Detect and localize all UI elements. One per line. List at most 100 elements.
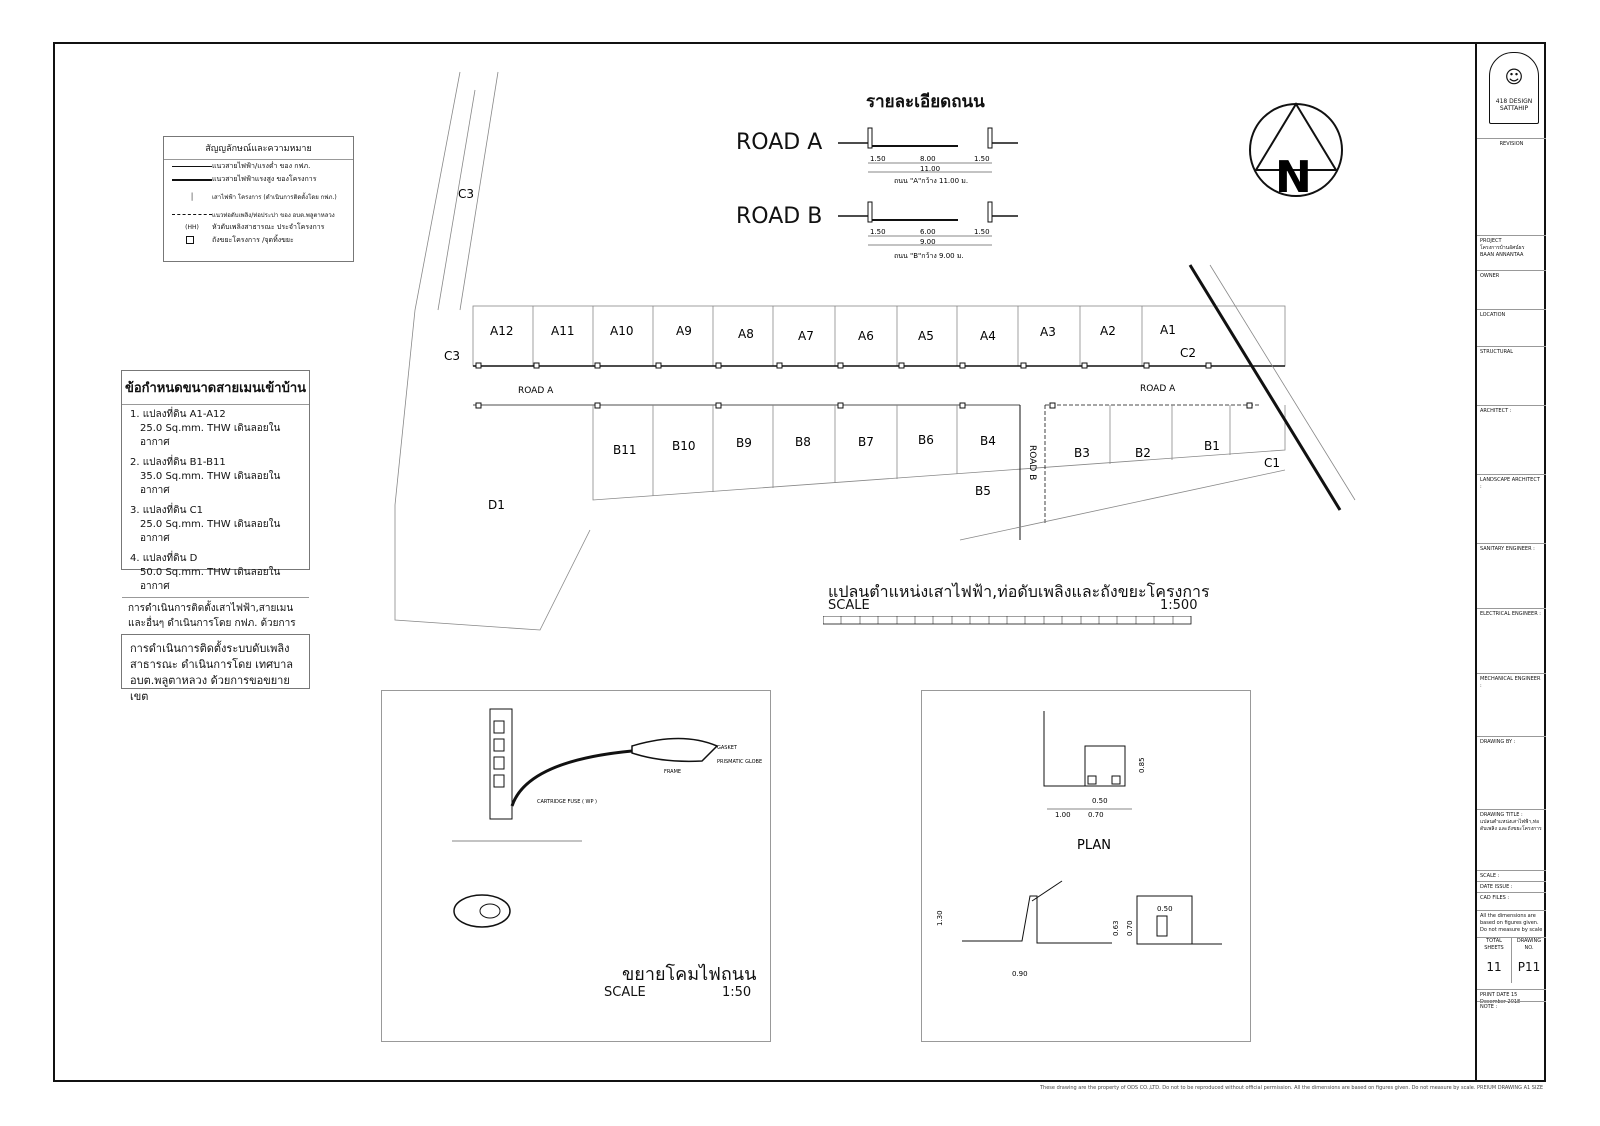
scale-bar [823,616,1192,625]
lot-label: C3 [444,349,460,363]
legend-row-lv: แนวสายไฟฟ้า/แรงต่ำ ของ กฟภ. [164,160,353,173]
road-a-caption: ถนน "A"กว้าง 11.00 ม. [894,177,968,185]
lot-label: D1 [488,498,505,512]
lot-label: A3 [1040,325,1056,339]
footer-note: These drawing are the property of ODS CO… [1040,1085,1544,1091]
plan-scale-value: 1:500 [1160,598,1198,613]
lot-label: B4 [980,434,996,448]
lamp-detail-title: ขยายโคมไฟถนน [622,964,757,985]
location-row: LOCATION [1477,309,1546,345]
scale-row: SCALE : [1477,870,1546,881]
cable-spec-box: ข้อกำหนดขนาดสายเมนเข้าบ้าน 1. แปลงที่ดิน… [121,370,310,644]
mechanical-row: MECHANICAL ENGINEER : [1477,673,1546,735]
road-detail-title: รายละเอียดถนน [866,92,985,112]
trash-detail-box: 1.00 0.70 0.50 0.85 PLAN 1.30 0.90 0.63 … [921,690,1251,1042]
road-b-total: 9.00 [920,238,936,246]
lamp-drawing: GASKET FRAME PRISMATIC GLOBE CARTRIDGE F… [452,708,762,928]
lot-label: A12 [490,324,513,338]
lamp-detail-box: GASKET FRAME PRISMATIC GLOBE CARTRIDGE F… [381,690,771,1042]
trash-dim: 0.50 [1092,797,1108,805]
pole-icon: │ [189,193,195,201]
lot-label: C2 [1180,346,1196,360]
cable-spec-item: 1. แปลงที่ดิน A1-A12 25.0 Sq.mm. THW เดิ… [130,409,281,448]
lot-label: B3 [1074,446,1090,460]
road-b-lane: 6.00 [920,228,936,236]
lamp-scale-label: SCALE [604,985,646,1000]
trash-icon [172,235,212,246]
legend-box: สัญญลักษณ์และความหมาย แนวสายไฟฟ้า/แรงต่ำ… [163,136,354,262]
road-b-side-right: 1.50 [974,228,990,236]
person-icon: ☺ [1504,67,1524,88]
lot-label: A7 [798,329,814,343]
lamp-label: GASKET [717,745,738,751]
fire-note-box: การดำเนินการติดตั้งระบบดับเพลิงสาธารณะ ด… [121,634,310,703]
lot-label: B7 [858,435,874,449]
cable-spec-item: 4. แปลงที่ดิน D 50.0 Sq.mm. THW เดินลอยใ… [130,553,281,592]
lamp-label: CARTRIDGE FUSE ( WP ) [537,799,597,805]
date-issue-row: DATE ISSUE : [1477,881,1546,892]
legend-row-hv: แนวสายไฟฟ้าแรงสูง ของโครงการ [164,173,353,186]
lot-label: B11 [613,443,637,457]
lot-label: A10 [610,324,633,338]
sanitary-row: SANITARY ENGINEER : [1477,543,1546,607]
lot-label: B1 [1204,439,1220,453]
trash-drawing: 1.00 0.70 0.50 0.85 PLAN 1.30 0.90 0.63 … [936,711,1222,978]
lot-label: B9 [736,436,752,450]
trash-dim: 1.30 [936,910,944,926]
road-a-label: ROAD A [736,130,823,155]
road-a-side-left: 1.50 [870,155,886,163]
drawing-title-row: DRAWING TITLE : แปลนตำแหน่งเสาไฟฟ้า,ท่อด… [1477,809,1546,869]
lot-label: A5 [918,329,934,343]
plan-scale-label: SCALE [828,598,870,613]
trash-dim: 0.70 [1088,811,1104,819]
road-a-lane: 8.00 [920,155,936,163]
landscape-row: LANDSCAPE ARCHITECT : [1477,474,1546,542]
plan-title: แปลนตำแหน่งเสาไฟฟ้า,ท่อดับเพลิงและถังขยะ… [828,582,1210,601]
cad-files-row: CAD FILES : [1477,892,1546,910]
north-arrow: N [1249,102,1343,200]
lot-label: A8 [738,327,754,341]
trash-dim: 0.63 [1112,920,1120,936]
electrical-row: ELECTRICAL ENGINEER : [1477,608,1546,672]
lot-label: B10 [672,439,696,453]
drawing-no: P11 [1517,960,1541,974]
road-b-caption: ถนน "B"กว้าง 9.00 ม. [894,252,964,260]
lot-label: A4 [980,329,996,343]
road-a-plan-label: ROAD A [1140,384,1176,394]
lot-label: A6 [858,329,874,343]
lamp-label: PRISMATIC GLOBE [717,759,762,765]
trash-dim: 0.70 [1126,920,1134,936]
title-block: ☺ 418 DESIGN SATTAHIP REVISION PROJECT โ… [1475,42,1546,1082]
road-a-side-right: 1.50 [974,155,990,163]
revision-label: REVISION [1477,138,1546,150]
firm-logo: ☺ 418 DESIGN SATTAHIP [1489,52,1539,124]
road-b-label: ROAD B [736,204,823,229]
lot-label: A1 [1160,323,1176,337]
road-b-side-left: 1.50 [870,228,886,236]
lamp-scale-value: 1:50 [722,985,752,1000]
legend-row-hydrant: (HH) หัวดับเพลิงสาธารณะ ประจำโครงการ [164,221,353,234]
lot-label: C3 [458,187,474,201]
owner-row: OWNER [1477,270,1546,308]
sheet-row: TOTAL SHEETS 11 DRAWING NO. P11 [1477,937,1546,983]
lot-label: A9 [676,324,692,338]
note-row: NOTE : [1477,1001,1546,1081]
legend-row-pole: │ เสาไฟฟ้า โครงการ (ดำเนินการติดตั้งโดย … [164,186,353,208]
legend-row-trash: ถังขยะโครงการ /จุดทิ้งขยะ [164,234,353,247]
lot-label: B2 [1135,446,1151,460]
hydrant-icon: (HH) [185,224,199,231]
total-sheets: 11 [1486,960,1502,974]
site-plan: A12 A11 A10 A9 A8 A7 A6 A5 A4 A3 A2 A1 B… [394,71,1356,631]
road-b-plan-label: ROAD B [1027,445,1037,480]
north-letter: N [1275,152,1312,200]
road-a-plan-label: ROAD A [518,386,554,396]
lot-label: B5 [975,484,991,498]
cable-spec-title: ข้อกำหนดขนาดสายเมนเข้าบ้าน [122,371,309,405]
lamp-label: FRAME [664,769,681,775]
lot-label: A2 [1100,324,1116,338]
legend-title: สัญญลักษณ์และความหมาย [164,137,353,160]
lot-label: B8 [795,435,811,449]
lot-label: C1 [1264,456,1280,470]
cable-spec-item: 3. แปลงที่ดิน C1 25.0 Sq.mm. THW เดินลอย… [130,505,281,544]
trash-dim: 1.00 [1055,811,1071,819]
